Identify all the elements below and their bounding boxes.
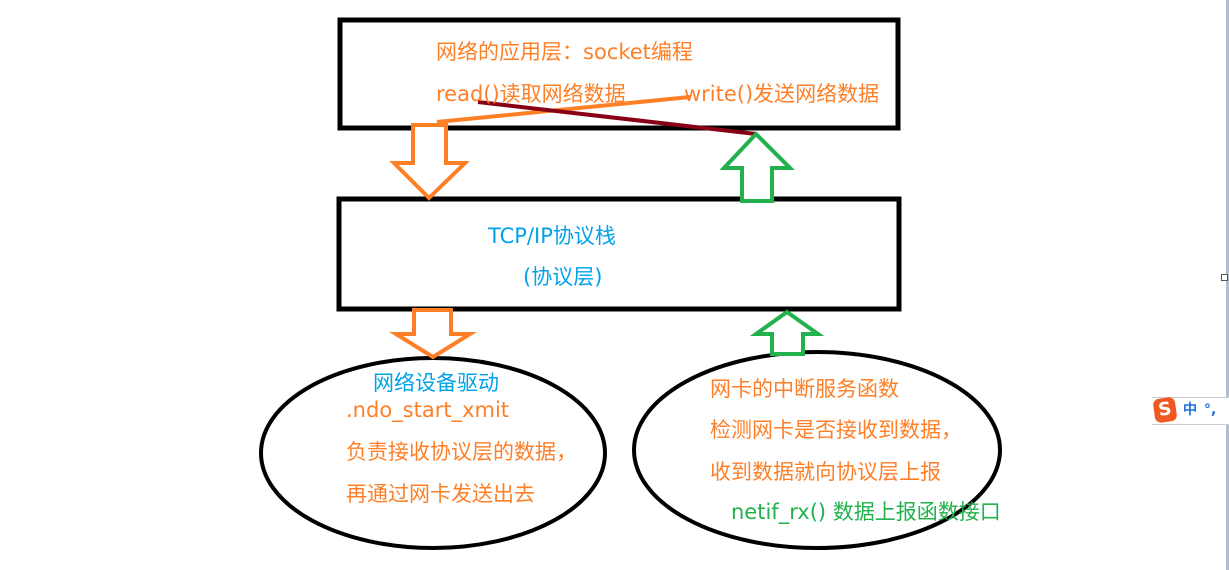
- receive-up-arrow-upper: [719, 131, 795, 203]
- driver-function: .ndo_start_xmit: [346, 398, 510, 422]
- protocol-layer-box: [336, 196, 902, 312]
- send-down-arrow-upper: [389, 123, 470, 201]
- scroll-handle[interactable]: [1221, 274, 1228, 281]
- read-label: read()读取网络数据: [436, 82, 626, 106]
- ime-chinese-mode-toggle[interactable]: 中: [1183, 402, 1197, 418]
- app-layer-title: 网络的应用层：socket编程: [436, 40, 693, 64]
- send-down-arrow-lower: [388, 308, 478, 360]
- interrupt-desc-line1: 检测网卡是否接收到数据，: [710, 418, 962, 442]
- driver-desc-line1: 负责接收协议层的数据，: [346, 440, 577, 464]
- ime-toolbar[interactable]: S 中 °,: [1152, 396, 1229, 425]
- write-connector-line: [477, 100, 757, 136]
- ime-punctuation-toggle[interactable]: °,: [1204, 402, 1217, 418]
- vertical-scrollbar[interactable]: [1226, 0, 1229, 570]
- sogou-logo-icon[interactable]: S: [1152, 396, 1178, 424]
- interrupt-title: 网卡的中断服务函数: [710, 377, 899, 401]
- receive-up-arrow-lower: [749, 309, 825, 356]
- interrupt-desc-line2: 收到数据就向协议层上报: [710, 460, 941, 484]
- driver-desc-line2: 再通过网卡发送出去: [346, 482, 535, 506]
- netif-rx-api: netif_rx() 数据上报函数接口: [731, 500, 1001, 524]
- protocol-layer-subtitle: (协议层): [523, 265, 603, 289]
- driver-title: 网络设备驱动: [373, 371, 499, 395]
- app-layer-box: [337, 17, 901, 131]
- write-label: write()发送网络数据: [684, 82, 880, 106]
- interrupt-ellipse: [632, 350, 1002, 550]
- read-connector-line: [436, 95, 691, 124]
- protocol-layer-title: TCP/IP协议栈: [488, 224, 616, 248]
